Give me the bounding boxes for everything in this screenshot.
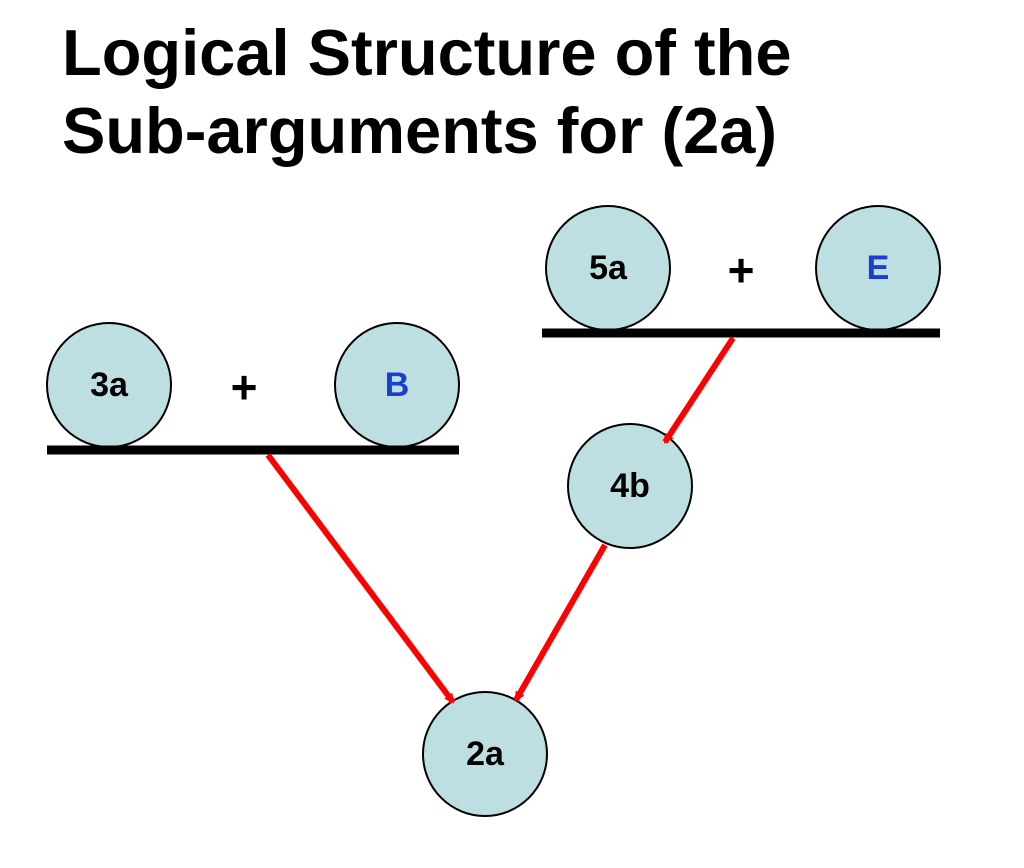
right-plus-sign: + [728,244,755,296]
title-line-1: Logical Structure of the [62,16,792,89]
node-4b-label: 4b [610,467,650,505]
left-premise-group: 3a + B [46,322,460,455]
arrow-5a-e-to-4b [662,336,736,444]
arrow-4b-to-2a [513,543,608,702]
node-e-label: E [867,249,890,287]
title-line-2: Sub-arguments for (2a) [62,94,778,167]
node-2a-label: 2a [466,735,505,773]
arrow-3a-b-to-2a [265,453,456,704]
node-5a-label: 5a [589,249,628,287]
right-premise-group: 5a + E [542,205,941,338]
left-plus-sign: + [231,361,258,413]
page-title: Logical Structure of the Sub-arguments f… [62,14,962,170]
node-3a-label: 3a [90,366,129,404]
node-4b-circle [567,423,693,549]
node-b-label: B [385,366,410,404]
node-2a-circle [422,691,548,817]
